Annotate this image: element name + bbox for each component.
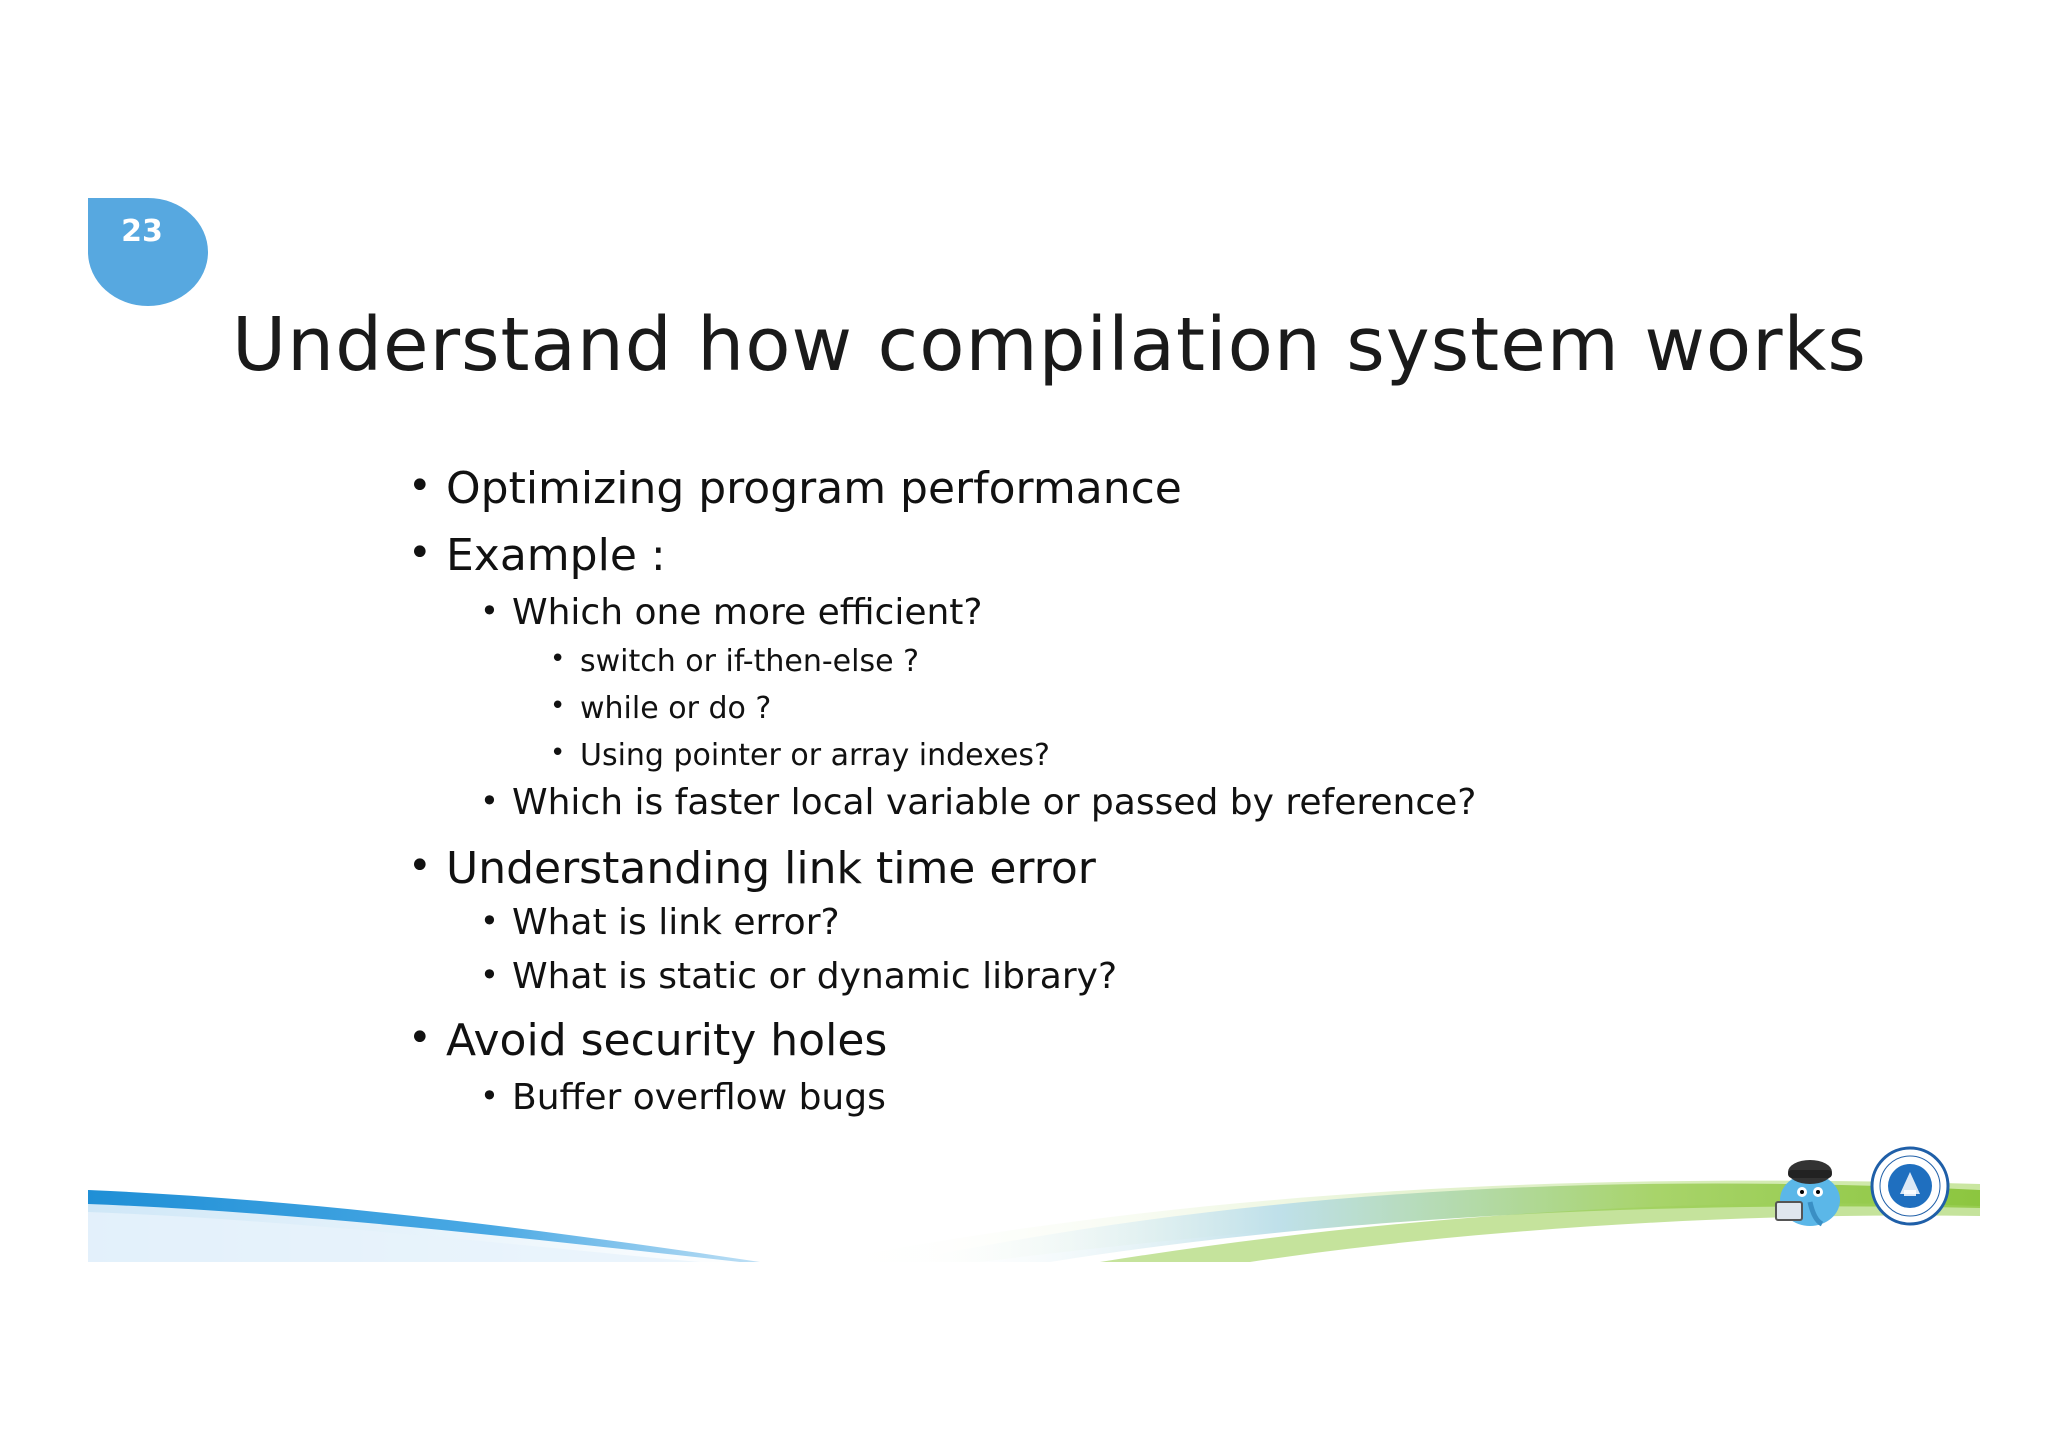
slide-number: 23: [121, 214, 163, 249]
bullet-text: switch or if-then-else ?: [580, 644, 920, 679]
bullet-icon: •: [480, 782, 499, 820]
bullet-icon: •: [550, 691, 566, 721]
bullet-text: Which one more efficient?: [512, 592, 983, 633]
bullet-text: Using pointer or array indexes?: [580, 738, 1050, 773]
bullet-icon: •: [480, 592, 499, 630]
bullet-text: Optimizing program performance: [446, 463, 1182, 514]
bullet-item: • Which one more efficient?: [480, 592, 983, 633]
bullet-text: Understanding link time error: [446, 843, 1096, 894]
mascot-logo: [1775, 1160, 1840, 1227]
bullet-icon: •: [480, 902, 499, 940]
bullet-item: • Using pointer or array indexes?: [550, 738, 1050, 773]
bullet-text: while or do ?: [580, 691, 772, 726]
bullet-item: • Example :: [408, 530, 666, 581]
bullet-text: What is link error?: [512, 902, 840, 943]
bullet-item: • What is link error?: [480, 902, 840, 943]
bullet-text: Which is faster local variable or passed…: [512, 782, 1477, 823]
bullet-text: Avoid security holes: [446, 1015, 888, 1066]
bullet-item: • What is static or dynamic library?: [480, 956, 1117, 997]
bullet-icon: •: [480, 1077, 499, 1115]
bullet-icon: •: [408, 843, 432, 889]
bullet-icon: •: [408, 530, 432, 576]
bullet-text: Buffer overflow bugs: [512, 1077, 886, 1118]
slide-number-badge: [88, 198, 208, 306]
bullet-icon: •: [550, 738, 566, 768]
slide-title: Understand how compilation system works: [232, 302, 1867, 388]
bullet-item: • Optimizing program performance: [408, 463, 1182, 514]
bullet-icon: •: [408, 463, 432, 509]
bullet-item: • Buffer overflow bugs: [480, 1077, 886, 1118]
bullet-item: • Understanding link time error: [408, 843, 1096, 894]
bullet-text: Example :: [446, 530, 666, 581]
bullet-item: • switch or if-then-else ?: [550, 644, 919, 679]
bullet-icon: •: [550, 644, 566, 674]
bullet-item: • while or do ?: [550, 691, 771, 726]
bullet-text: What is static or dynamic library?: [512, 956, 1118, 997]
bullet-item: • Which is faster local variable or passe…: [480, 782, 1476, 823]
bullet-icon: •: [408, 1015, 432, 1061]
institution-seal-logo: [1870, 1146, 1950, 1226]
bullet-item: • Avoid security holes: [408, 1015, 887, 1066]
bullet-icon: •: [480, 956, 499, 994]
